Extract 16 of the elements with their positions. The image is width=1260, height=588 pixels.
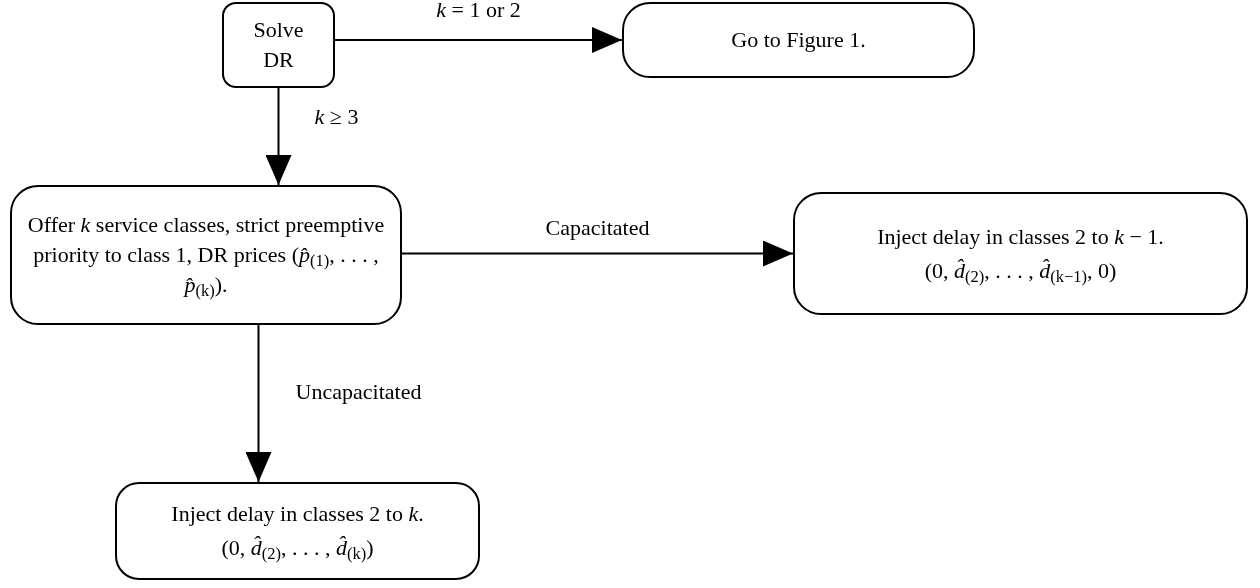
arrow	[334, 27, 623, 53]
process-box	[10, 185, 402, 325]
process-box	[622, 2, 975, 78]
box-text: Inject delay in classes 2 to k.	[171, 500, 424, 529]
arrow	[401, 240, 794, 267]
process-box	[793, 192, 1248, 315]
arrow	[265, 87, 292, 186]
formula-text: (0, d̂$_{(2)}$, . . . , d̂$_{(k−1)}$, 0)	[924, 256, 1117, 286]
process-box	[222, 2, 335, 88]
box-text: Solve DR	[252, 16, 305, 74]
box-text: Go to Figure 1.	[731, 26, 866, 55]
arrow	[245, 324, 272, 483]
box-text: Inject delay in classes 2 to k − 1.	[877, 222, 1164, 251]
formula-text: (0, d̂$_{(2)}$, . . . , d̂$_{(k)}$)	[221, 534, 374, 563]
process-box	[115, 482, 480, 580]
box-text: Offer k service classes, strict preemptive priority to class 1, DR prices (p̂$_{(1)}$, . . . , p̂$_{(k)}$).	[26, 211, 386, 300]
